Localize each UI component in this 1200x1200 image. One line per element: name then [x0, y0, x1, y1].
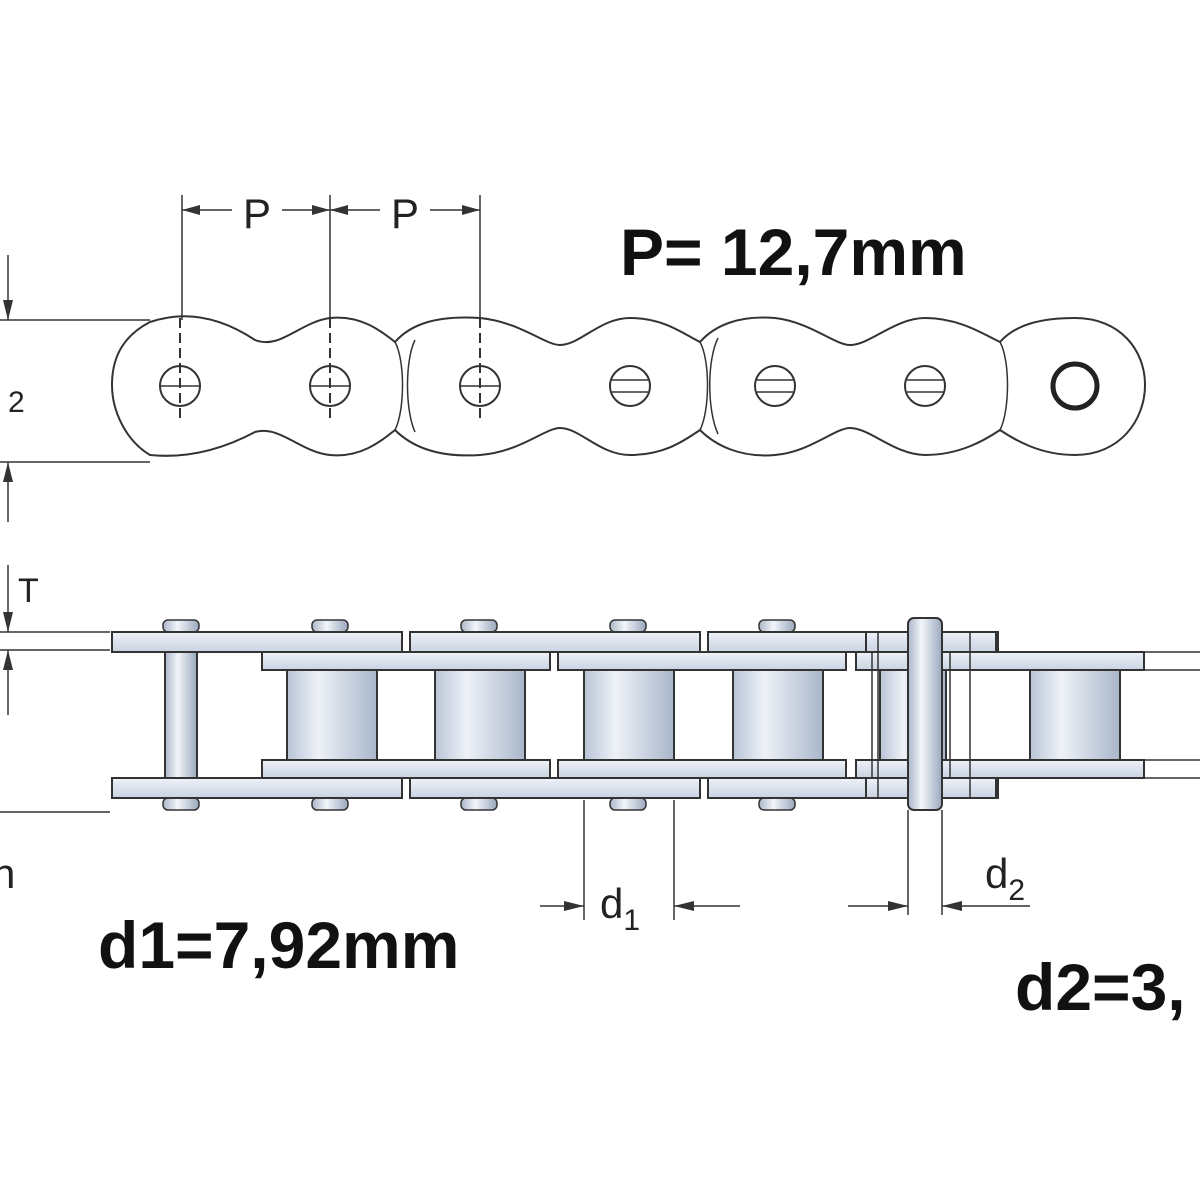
link-overlap-arc-3 — [699, 341, 709, 431]
d1-value-label: d1=7,92mm — [98, 908, 459, 982]
chain-outline — [110, 315, 1147, 457]
pin-hole — [754, 365, 796, 407]
d2-dimension: d2 — [848, 810, 1030, 915]
pin-hole — [609, 365, 651, 407]
end-hole — [1050, 361, 1100, 411]
rollers — [286, 669, 1121, 761]
d1-symbol: d1 — [600, 880, 640, 937]
pin-shaft — [164, 651, 198, 779]
inner-plates — [261, 651, 1200, 779]
link-overlap-arc-4 — [709, 337, 719, 435]
d2-symbol: d2 — [985, 850, 1025, 907]
pin-heads — [162, 619, 796, 811]
t-symbol: T — [18, 572, 39, 610]
pitch-symbol-1: P — [243, 190, 271, 237]
pin-hole — [904, 365, 946, 407]
pitch-symbol-2: P — [391, 190, 419, 237]
link-overlap-arc-1 — [394, 341, 404, 431]
link-overlap-arc-2 — [406, 339, 416, 433]
pitch-dimension: P P — [181, 190, 481, 320]
height-dimension: 2 — [0, 255, 150, 522]
pitch-value-label: P= 12,7mm — [620, 215, 967, 289]
h2-subscript: 2 — [8, 386, 25, 419]
left-cut-letter: n — [0, 850, 15, 897]
d1-dimension: d1 — [540, 800, 740, 937]
chain-top-view: T — [0, 565, 1200, 813]
connecting-link — [865, 617, 997, 811]
d2-value-label: d2=3, — [1015, 950, 1186, 1024]
link-overlap-arc-5 — [999, 341, 1009, 431]
chain-side-view — [110, 315, 1147, 457]
